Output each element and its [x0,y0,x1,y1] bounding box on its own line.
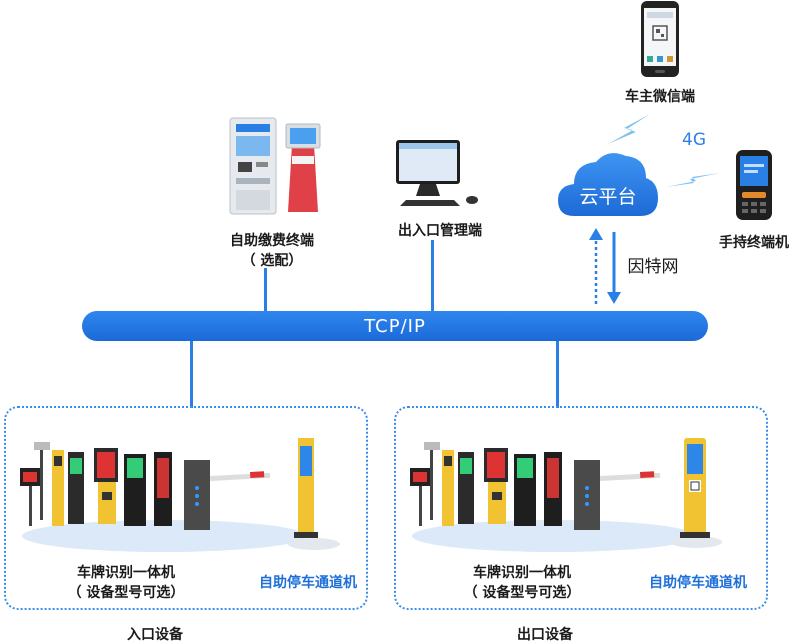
exit-zone-title: 出口设备 [517,627,573,643]
wireless-signal-icon [664,170,722,190]
exit-connector-line [556,340,559,408]
handheld-terminal-label: 手持终端机 [719,235,789,251]
internet-link-arrows [586,228,626,306]
exit-lpr-label: 车牌识别一体机 [473,565,571,581]
management-computer-icon [392,138,488,212]
kiosk-label: 自助缴费终端 [230,233,314,249]
handheld-terminal-icon [734,148,774,222]
manager-label: 出入口管理端 [398,223,482,239]
entrance-lpr-note: （ 设备型号可选） [67,585,185,601]
internet-label: 因特网 [627,257,679,277]
tcp-ip-network-bus: TCP/IP [82,311,708,341]
entrance-zone-title: 入口设备 [127,627,183,643]
network-4g-label: 4G [682,130,706,150]
self-payment-kiosk-icon [228,116,324,216]
exit-ticket-machine-label: 自助停车通道机 [649,575,747,591]
entrance-equipment-illustration [14,432,344,556]
manager-connector-line [431,240,434,312]
cloud-platform-icon [556,146,660,222]
entrance-ticket-machine-label: 自助停车通道机 [259,575,357,591]
wechat-client-label: 车主微信端 [625,89,695,105]
exit-lpr-note: （ 设备型号可选） [463,585,581,601]
smartphone-icon [640,0,680,78]
entrance-lpr-label: 车牌识别一体机 [77,565,175,581]
entrance-equipment-zone [4,406,368,610]
wireless-signal-icon [606,112,652,146]
cloud-platform-label: 云平台 [579,186,637,208]
kiosk-connector-line [264,268,267,312]
entrance-connector-line [190,340,193,408]
kiosk-optional-note: （ 选配） [241,253,303,269]
exit-equipment-illustration [404,432,734,556]
exit-equipment-zone [394,406,768,610]
